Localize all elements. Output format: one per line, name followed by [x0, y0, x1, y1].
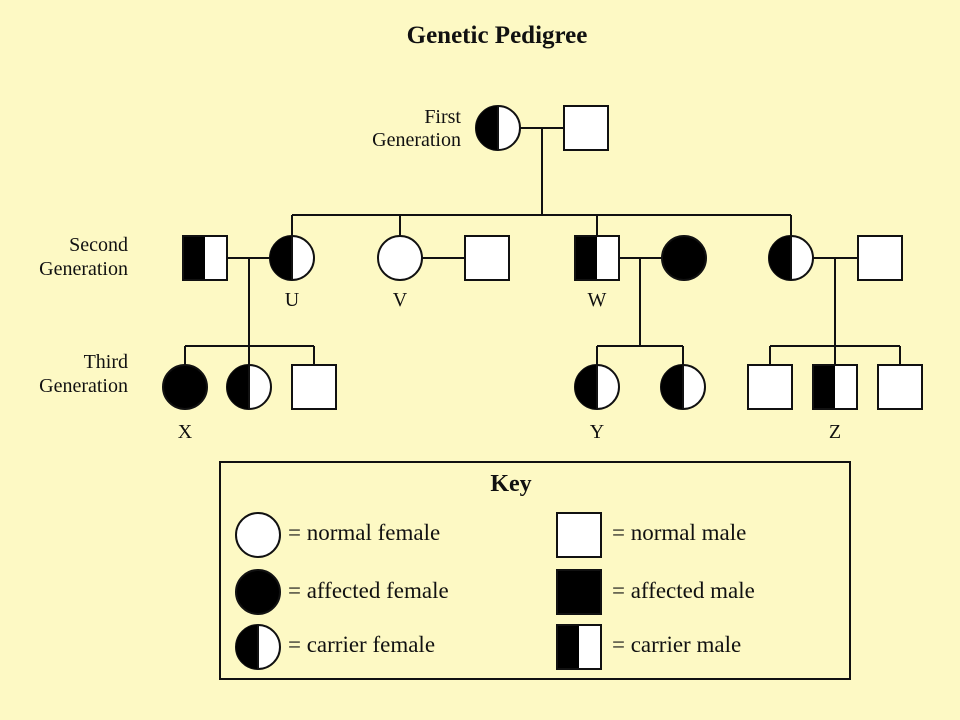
key-symbol-carrier-male [556, 624, 602, 670]
second-generation-v [377, 235, 423, 281]
second-generation-u-husband-outline [182, 235, 228, 281]
key-text-carrier-male: = carrier male [612, 632, 741, 657]
second-generation-u-husband [182, 235, 228, 281]
third-generation-y-carrier-half [575, 365, 597, 409]
pedigree-lines [184, 127, 901, 366]
third-generation-z [812, 364, 858, 410]
first-generation-mother [475, 105, 521, 151]
individual-labels: U V W X Y Z [178, 289, 841, 443]
second-generation-w-outline [574, 235, 620, 281]
key-text-carrier-female: = carrier female [288, 632, 435, 657]
second-generation-daughter-husband [857, 235, 903, 281]
second-generation-daughter-carrier-half [769, 236, 791, 280]
second-generation-daughter [768, 235, 814, 281]
first-generation-mother-carrier-half [476, 106, 498, 150]
third-generation-x [162, 364, 208, 410]
third-generation-z-outline [812, 364, 858, 410]
key-box: Key = normal female = normal male = affe… [219, 461, 851, 680]
third-generation-u-son-square [291, 364, 337, 410]
third-generation-u-daughter2 [226, 364, 272, 410]
second-generation-v-husband-square [464, 235, 510, 281]
generation-label-first-line2: Generation [372, 129, 461, 151]
first-generation-father-square [563, 105, 609, 151]
third-generation-w-daughter2-carrier-half [661, 365, 683, 409]
key-symbol-normal-male [556, 512, 602, 558]
key-symbol-affected-female-circle [235, 569, 281, 615]
key-symbol-affected-female [235, 569, 281, 615]
generation-label-third-line2: Generation [39, 375, 128, 397]
generation-label-first-line1: First [424, 106, 461, 128]
third-generation-son1-square [747, 364, 793, 410]
page-title: Genetic Pedigree [407, 22, 588, 49]
key-text-affected-male: = affected male [612, 578, 755, 603]
key-symbol-carrier-female [235, 624, 281, 670]
third-generation-son3-square [877, 364, 923, 410]
third-generation-u-daughter2-carrier-half [227, 365, 249, 409]
second-generation-v-circle [377, 235, 423, 281]
generation-label-second-line1: Second [69, 234, 128, 256]
label-u: U [285, 289, 300, 311]
generation-label-third-line1: Third [84, 351, 128, 373]
second-generation-daughter-husband-square [857, 235, 903, 281]
key-symbol-normal-male-square [556, 512, 602, 558]
third-generation-son1 [747, 364, 793, 410]
third-generation-z-carrier-half [813, 365, 835, 409]
generation-label-first: First Generation [372, 106, 461, 151]
third-generation-w-daughter2 [660, 364, 706, 410]
third-generation-x-circle [162, 364, 208, 410]
second-generation-w [574, 235, 620, 281]
key-text-normal-female: = normal female [288, 520, 440, 545]
key-symbol-carrier-female-carrier-half [236, 625, 258, 669]
label-v: V [393, 289, 408, 311]
label-y: Y [590, 421, 604, 443]
generation-label-third: Third Generation [39, 351, 128, 397]
key-title: Key [490, 471, 531, 497]
third-generation-y [574, 364, 620, 410]
second-generation-v-husband [464, 235, 510, 281]
key-symbol-normal-female [235, 512, 281, 558]
second-generation-w-carrier-half [575, 236, 597, 280]
second-generation-u-carrier-half [270, 236, 292, 280]
third-generation-u-son [291, 364, 337, 410]
key-symbol-carrier-male-carrier-half [557, 625, 579, 669]
label-w: W [588, 289, 607, 311]
key-symbol-normal-female-circle [235, 512, 281, 558]
second-generation-u-husband-carrier-half [183, 236, 205, 280]
first-generation-father [563, 105, 609, 151]
generation-label-second: Second Generation [39, 234, 128, 280]
key-symbol-affected-male [556, 569, 602, 615]
second-generation-w-wife [661, 235, 707, 281]
key-symbol-affected-male-square [556, 569, 602, 615]
key-symbol-carrier-male-outline [556, 624, 602, 670]
second-generation-w-wife-circle [661, 235, 707, 281]
generation-label-second-line2: Generation [39, 258, 128, 280]
label-z: Z [829, 421, 841, 443]
pedigree-individuals [162, 105, 923, 410]
key-text-affected-female: = affected female [288, 578, 449, 603]
second-generation-u [269, 235, 315, 281]
key-text-normal-male: = normal male [612, 520, 746, 545]
key-border [219, 461, 851, 680]
label-x: X [178, 421, 193, 443]
third-generation-son3 [877, 364, 923, 410]
